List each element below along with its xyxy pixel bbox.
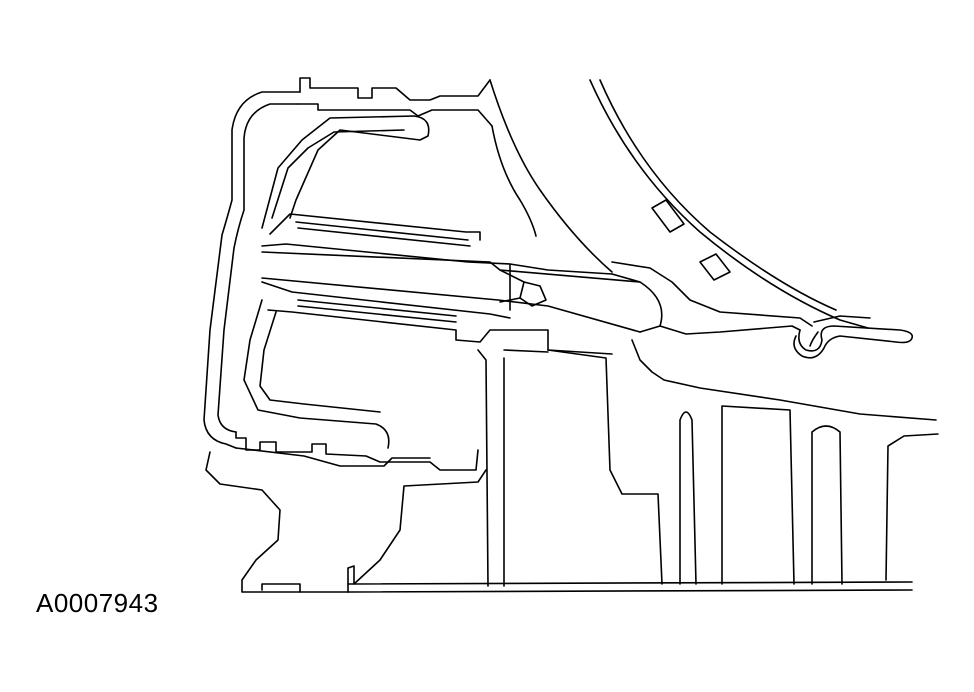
outer-housing-inner-wall [217,103,299,433]
upper-bore-bottom [261,243,613,275]
upper-bore-top [269,213,481,241]
rotor-arm-top [611,261,813,327]
blade-2 [699,253,731,281]
central-web-left [477,349,489,587]
curled-seal-inner [809,315,871,347]
lower-flange [235,431,479,471]
lower-bore-bottom [267,309,613,355]
outer-casing-arc-inner [599,79,837,311]
figure-id-label: A0007943 [36,588,159,618]
central-shaft-bottom [261,277,641,333]
upper-bore-line-2 [297,227,471,247]
top-flange-inner [297,103,493,127]
rotor-slot-1 [679,411,697,585]
rotor-slot-2 [721,405,795,585]
central-shaft-top [261,251,641,283]
lower-oil-passage-outer [243,299,390,449]
base-plate-top [347,581,913,585]
lower-bore-line-2 [297,305,457,323]
rotor-arm-bottom [659,325,801,335]
retainer-line-a [499,269,525,283]
lower-bore-top [261,281,511,319]
upper-hub-inner-contour [491,125,537,237]
rotor-shell [885,433,939,581]
blade-1 [651,199,685,233]
lower-housing-right [347,469,487,593]
upper-hub-contour [489,79,613,273]
rotor-lower-contour [631,339,937,421]
upper-bore-line-1 [295,221,469,241]
lower-flange-inner [235,447,431,467]
top-flange [299,77,491,101]
lower-housing-left [205,451,349,593]
lower-bore-line-1 [297,299,457,317]
rotor-slot-3 [811,425,843,585]
lower-housing-feet [261,583,301,593]
outer-casing-arc [589,79,869,329]
curled-seal [793,325,914,359]
web-cap [503,349,549,353]
base-plate-bottom [347,589,913,593]
shaft-nose [611,273,663,333]
retainer-diamond [519,281,547,307]
central-web-right [547,349,663,585]
upper-oil-passage-inner [271,129,405,219]
lower-oil-passage-inner [259,311,381,413]
outer-housing-outer-wall [203,91,301,449]
